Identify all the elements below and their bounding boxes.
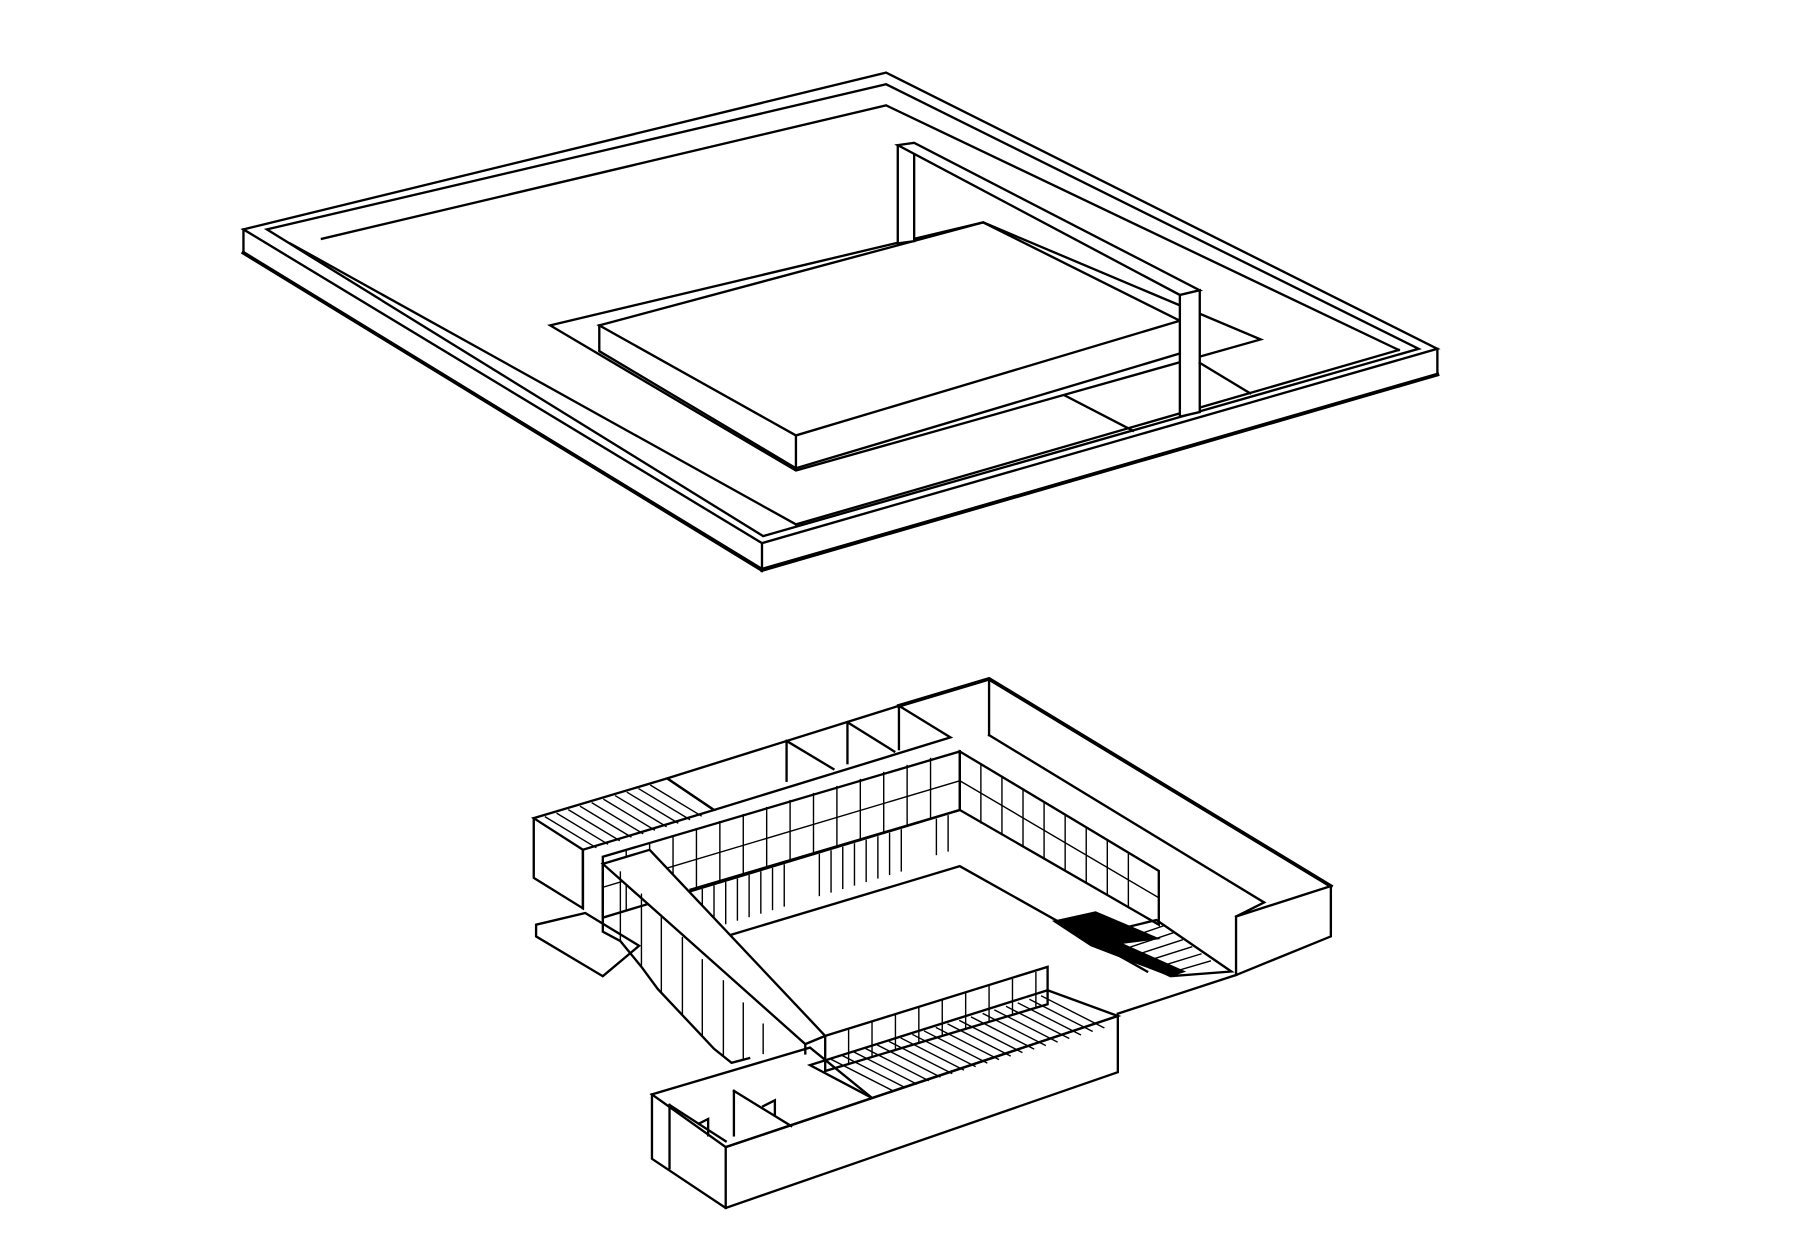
left-block-top <box>530 777 717 852</box>
parapet-inner-edge <box>263 83 1422 538</box>
roof-bottom-edge-left <box>240 250 765 573</box>
outer-wall-right-face <box>1234 884 1333 977</box>
roof-slab <box>240 71 1441 573</box>
left-stair-hatch <box>544 784 703 849</box>
courtyard-back-edge <box>689 808 962 892</box>
roof-surface-left <box>288 241 798 526</box>
roof-left-thickness <box>242 228 764 571</box>
ramp-edge <box>1116 973 1238 1016</box>
roof-surface-near <box>794 348 1401 526</box>
right-stair-outline <box>1085 918 1235 978</box>
right-stair-treads <box>1111 924 1212 974</box>
lower-level-plan <box>530 676 1334 1210</box>
left-plinth <box>534 911 642 978</box>
roof-right-thickness <box>760 347 1439 571</box>
room-divider-2 <box>845 720 896 754</box>
skylight-side <box>598 324 798 471</box>
glazed-facade-right <box>958 749 1160 927</box>
back-rooms-outline <box>664 704 954 812</box>
front-block-top-edge <box>724 1014 1120 1149</box>
portal-post-back <box>896 143 916 245</box>
central-opening <box>547 221 1265 472</box>
portal-post-front <box>1178 288 1201 419</box>
door-opening-2 <box>761 1098 777 1117</box>
solid-stair-arrow <box>1051 911 1187 977</box>
front-block-top <box>649 1046 875 1149</box>
roof-slot-right <box>1198 361 1252 395</box>
interior-fins <box>701 815 949 932</box>
stepped-facade-mullions <box>619 871 764 1061</box>
roof-surface-far <box>320 104 1401 352</box>
front-stair-treads <box>830 995 1105 1092</box>
glazed-facade-right-mullions <box>958 763 1160 907</box>
roof-outer-edge <box>240 71 1441 545</box>
front-stair-outline <box>806 989 1122 1100</box>
door-opening-1 <box>697 1117 710 1137</box>
skylight-bottom-edge <box>794 352 1182 470</box>
left-block-face <box>532 817 585 911</box>
room-line-b <box>732 1089 793 1128</box>
room-divider-1 <box>784 739 836 771</box>
roof-bottom-edge-right <box>759 372 1440 573</box>
front-block-outline <box>650 1014 1119 1210</box>
inner-wall-right <box>987 733 1267 919</box>
roof-slot-line <box>1063 394 1135 433</box>
